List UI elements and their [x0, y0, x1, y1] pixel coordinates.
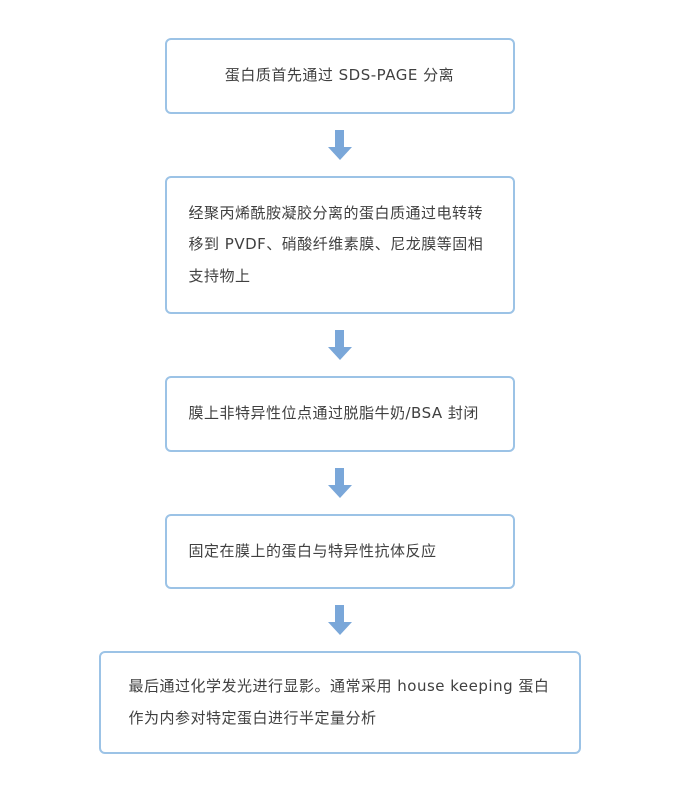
arrow-head	[327, 622, 352, 635]
flow-step-4: 固定在膜上的蛋白与特异性抗体反应	[164, 513, 515, 589]
flow-step-2: 经聚丙烯酰胺凝胶分离的蛋白质通过电转转移到 PVDF、硝酸纤维素膜、尼龙膜等固相…	[164, 175, 515, 314]
down-arrow-icon	[327, 605, 352, 635]
down-arrow-icon	[327, 330, 352, 360]
flow-step-5: 最后通过化学发光进行显影。通常采用 house keeping 蛋白作为内参对特…	[98, 651, 581, 754]
flow-step-1-text: 蛋白质首先通过 SDS-PAGE 分离	[224, 66, 455, 84]
arrow-head	[327, 347, 352, 360]
arrow-head	[327, 146, 352, 160]
flow-step-2-text: 经聚丙烯酰胺凝胶分离的蛋白质通过电转转移到 PVDF、硝酸纤维素膜、尼龙膜等固相…	[188, 203, 484, 285]
arrow-head	[327, 484, 352, 498]
arrow-stem	[335, 605, 344, 622]
arrow-stem	[335, 330, 344, 347]
flow-step-1: 蛋白质首先通过 SDS-PAGE 分离	[164, 38, 515, 114]
flowchart: 蛋白质首先通过 SDS-PAGE 分离 经聚丙烯酰胺凝胶分离的蛋白质通过电转转移…	[0, 38, 679, 754]
arrow-stem	[335, 129, 344, 147]
down-arrow-icon	[327, 467, 352, 498]
flow-step-3-text: 膜上非特异性位点通过脱脂牛奶/BSA 封闭	[188, 404, 479, 422]
arrow-stem	[335, 467, 344, 485]
down-arrow-icon	[327, 129, 352, 160]
flow-step-4-text: 固定在膜上的蛋白与特异性抗体反应	[188, 541, 437, 560]
flow-step-5-text: 最后通过化学发光进行显影。通常采用 house keeping 蛋白作为内参对特…	[128, 677, 550, 727]
flow-step-3: 膜上非特异性位点通过脱脂牛奶/BSA 封闭	[164, 376, 515, 452]
